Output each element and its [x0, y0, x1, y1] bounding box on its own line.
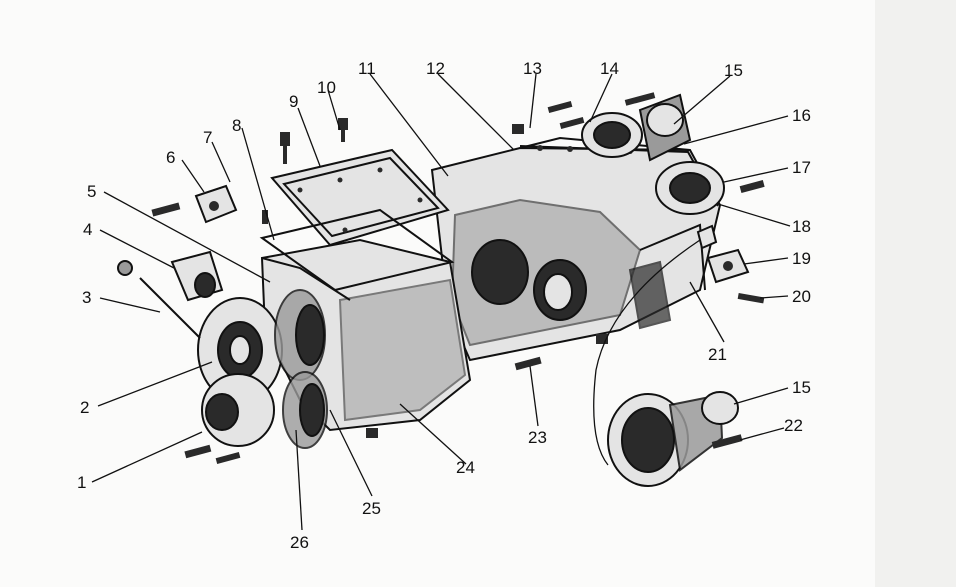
- cover-gasket: [259, 208, 455, 292]
- callout-13: 13: [523, 59, 542, 78]
- callout-19: 19: [792, 249, 811, 268]
- callout-3: 3: [82, 288, 91, 307]
- front-lower-flange: [201, 371, 328, 449]
- bolt-part-23: [514, 356, 542, 371]
- callout-18: 18: [792, 217, 811, 236]
- assembly-line: [593, 239, 701, 466]
- callout-10: 10: [317, 78, 336, 97]
- callout-5: 5: [87, 182, 96, 201]
- callout-11: 11: [358, 59, 376, 78]
- front-output-flange: [197, 289, 326, 403]
- callout-8: 8: [232, 116, 241, 135]
- callout-23: 23: [528, 428, 547, 447]
- callout-12: 12: [426, 59, 445, 78]
- small-bolts-13-14: [512, 92, 765, 193]
- callout-20: 20: [792, 287, 811, 306]
- bracket-part-6-7: [151, 184, 238, 224]
- callout-6: 6: [166, 148, 175, 167]
- rear-cover-detached: [607, 391, 743, 487]
- callout-1: 1: [77, 473, 86, 492]
- front-bolts: [184, 428, 378, 465]
- leader-lines: [91, 73, 791, 531]
- right-cover-16: [581, 93, 692, 162]
- callout-24: 24: [456, 458, 475, 477]
- main-housing: [430, 136, 722, 362]
- scan-edge-shading: [875, 0, 956, 587]
- callout-17: 17: [792, 158, 811, 177]
- callout-9: 9: [289, 92, 298, 111]
- callout-22: 22: [784, 416, 803, 435]
- callout-7: 7: [203, 128, 212, 147]
- callout-2: 2: [80, 398, 89, 417]
- rod-part-3: [117, 260, 201, 339]
- right-cover-17: [655, 161, 725, 215]
- callout-4: 4: [83, 220, 92, 239]
- callout-labels: 1 2 3 4 5 6 7 8 9 10 11 12 13 14 15 16 1…: [77, 59, 811, 552]
- bracket-part-4: [170, 250, 224, 302]
- nut-part-21: [596, 334, 608, 344]
- callout-14: 14: [600, 59, 619, 78]
- callout-15-bottom: 15: [792, 378, 811, 397]
- callout-26: 26: [290, 533, 309, 552]
- cover-bolts: [262, 118, 348, 224]
- callout-15-top: 15: [724, 61, 743, 80]
- callout-25: 25: [362, 499, 381, 518]
- callout-21: 21: [708, 345, 727, 364]
- top-cover: [270, 148, 450, 247]
- callout-16: 16: [792, 106, 811, 125]
- bracket-part-19-20: [696, 224, 765, 304]
